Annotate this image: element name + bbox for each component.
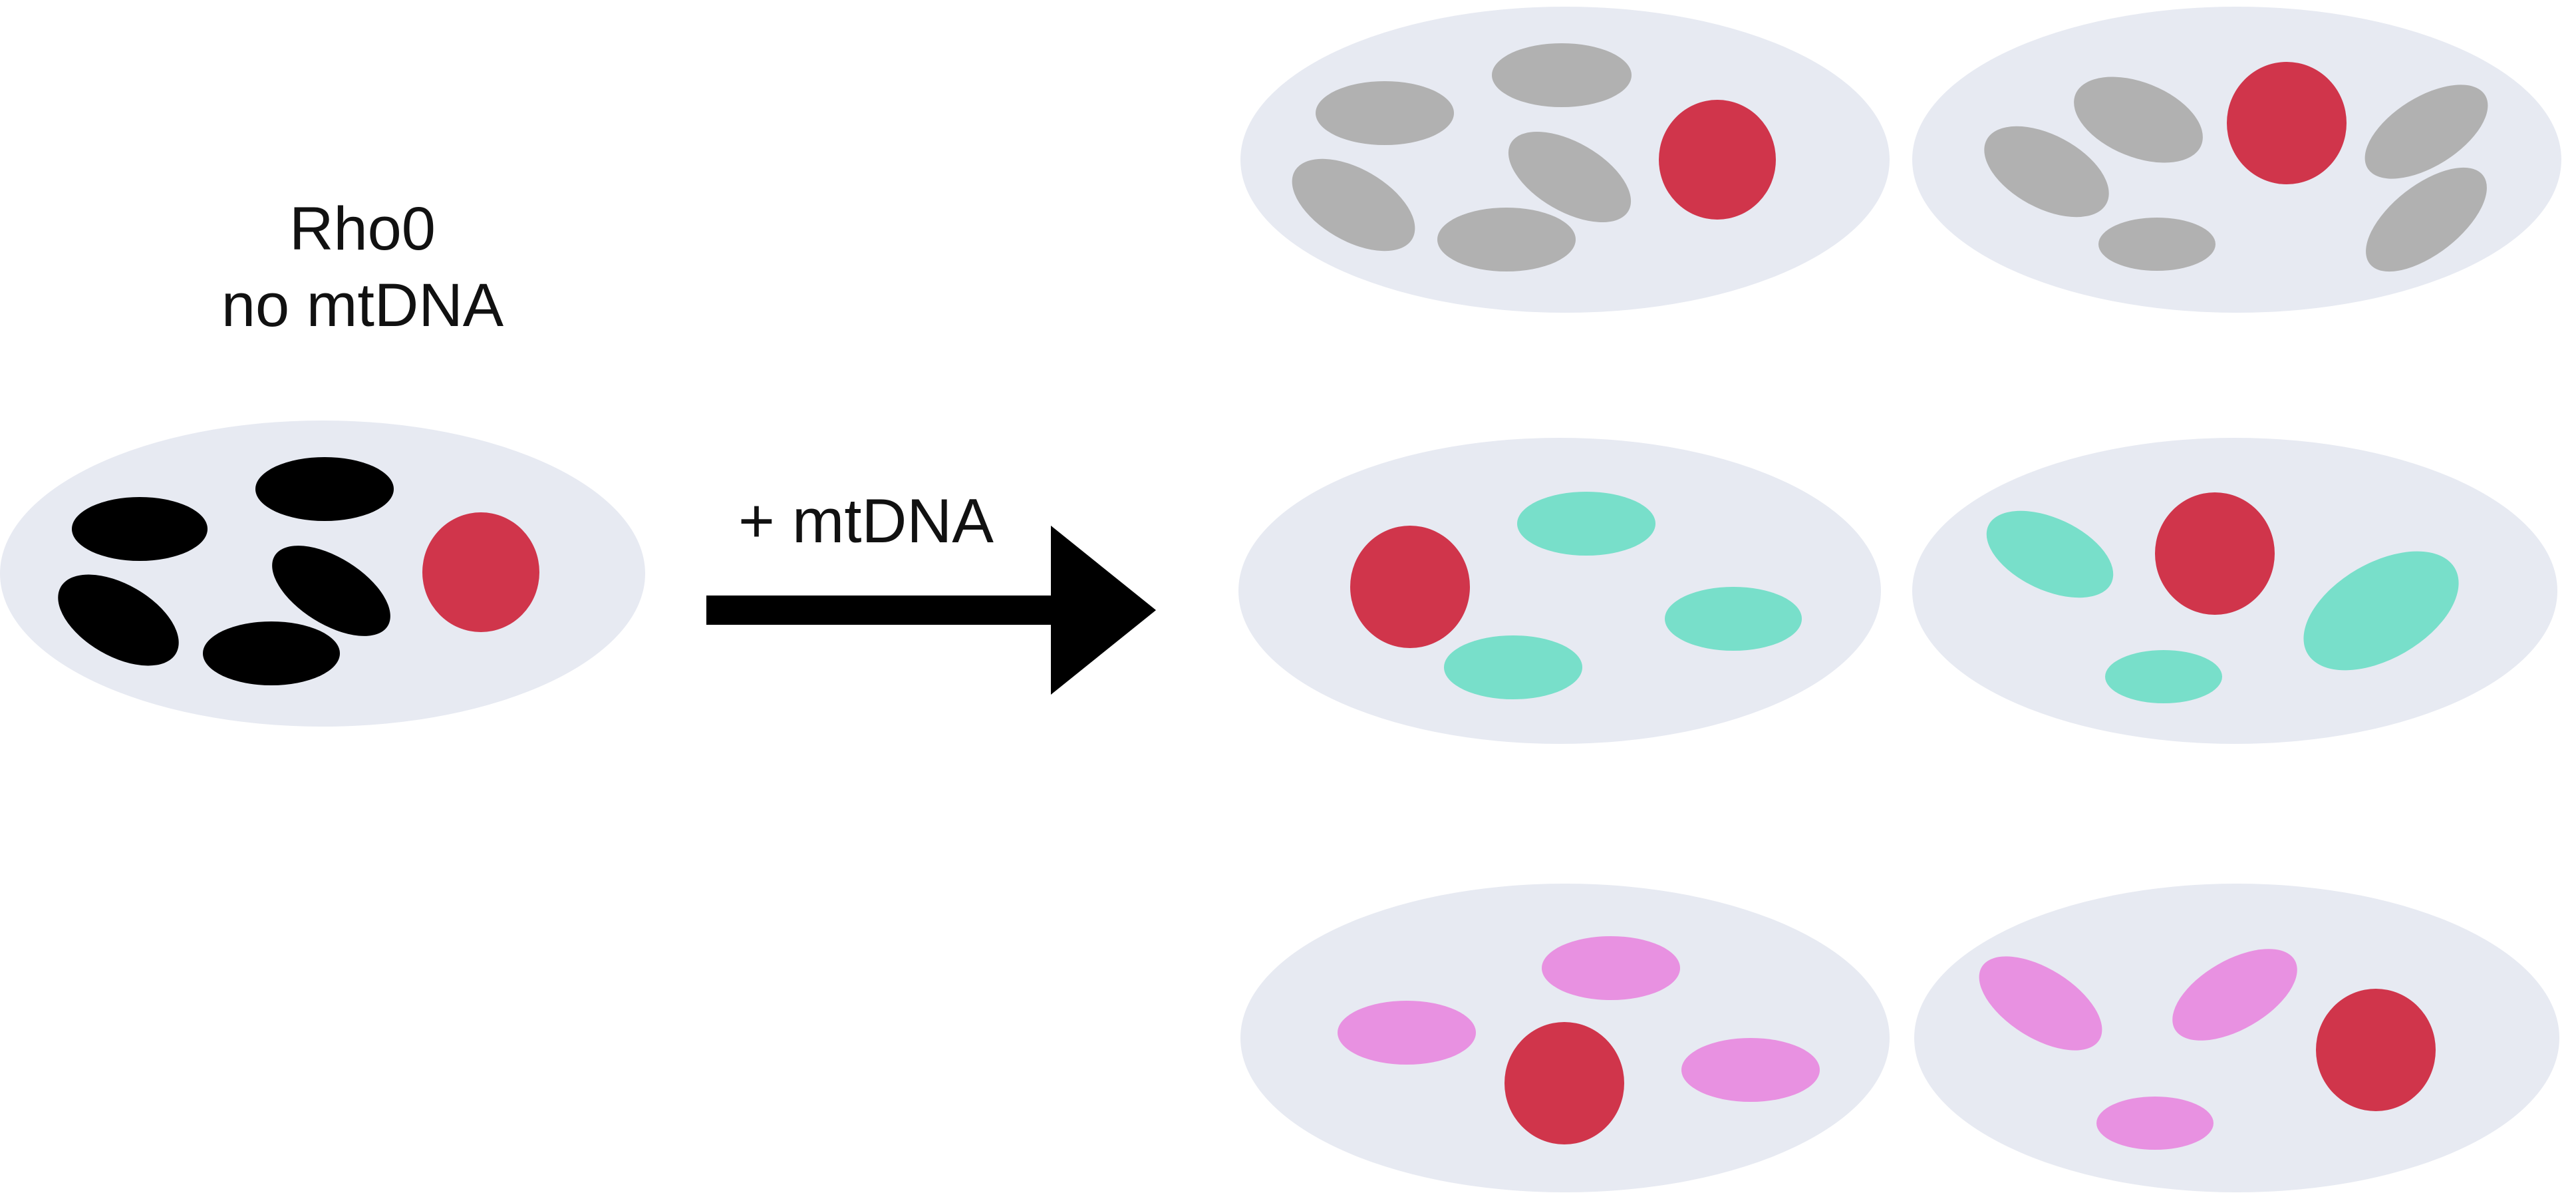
mitochondrion <box>2172 949 2297 1041</box>
mitochondrion <box>1979 956 2102 1051</box>
teal-cell-2 <box>1912 438 2557 744</box>
rho0-cell <box>0 421 645 727</box>
nucleus <box>2227 62 2347 184</box>
mitochondrion <box>255 457 394 521</box>
gray-cell-2 <box>1912 7 2561 313</box>
mitochondrion <box>1984 126 2109 218</box>
mitochondrion <box>1986 510 2114 598</box>
mitochondrion <box>2105 650 2222 703</box>
mitochondrion <box>2074 77 2203 163</box>
mitochondrion <box>2098 218 2216 271</box>
mitochondrion <box>2303 551 2459 671</box>
mitochondrion <box>203 621 340 685</box>
mitochondrion <box>2366 167 2487 272</box>
pink-cell-2 <box>1914 884 2559 1192</box>
mitochondrion <box>72 497 208 561</box>
nucleus <box>1350 526 1470 648</box>
arrow-label: + mtDNA <box>738 486 994 556</box>
nucleus <box>2155 492 2275 615</box>
nucleus <box>1659 100 1776 220</box>
cell-body <box>1914 884 2559 1192</box>
arrow-shaft <box>706 596 1063 625</box>
mitochondrion <box>2096 1097 2214 1150</box>
mitochondrion <box>1492 43 1632 107</box>
right-arrow-icon <box>706 526 1156 695</box>
rho0-title: Rho0 <box>289 195 436 263</box>
mitochondrion <box>1316 81 1454 145</box>
mitochondrion <box>2364 85 2488 179</box>
nucleus <box>1504 1022 1624 1144</box>
nucleus <box>2316 989 2436 1111</box>
pink-cell-1 <box>1240 884 1890 1192</box>
gray-cell-1 <box>1240 7 1890 313</box>
mitochondrion <box>1542 936 1680 1000</box>
mitochondrion <box>272 546 390 636</box>
mitochondrion <box>1292 158 1415 252</box>
mitochondrion <box>1681 1038 1820 1102</box>
arrow-head <box>1051 526 1156 695</box>
mitochondrion <box>1517 492 1655 556</box>
mitochondrion <box>1508 131 1632 223</box>
mitochondrion <box>1444 635 1582 699</box>
mitochondrion <box>58 574 179 666</box>
teal-cell-1 <box>1238 438 1881 744</box>
cell-body <box>1238 438 1881 744</box>
mitochondrion <box>1437 208 1576 271</box>
nucleus <box>422 512 539 632</box>
mitochondrion <box>1665 587 1802 651</box>
rho0-subtitle: no mtDNA <box>221 271 504 339</box>
mitochondrion <box>1338 1001 1476 1065</box>
